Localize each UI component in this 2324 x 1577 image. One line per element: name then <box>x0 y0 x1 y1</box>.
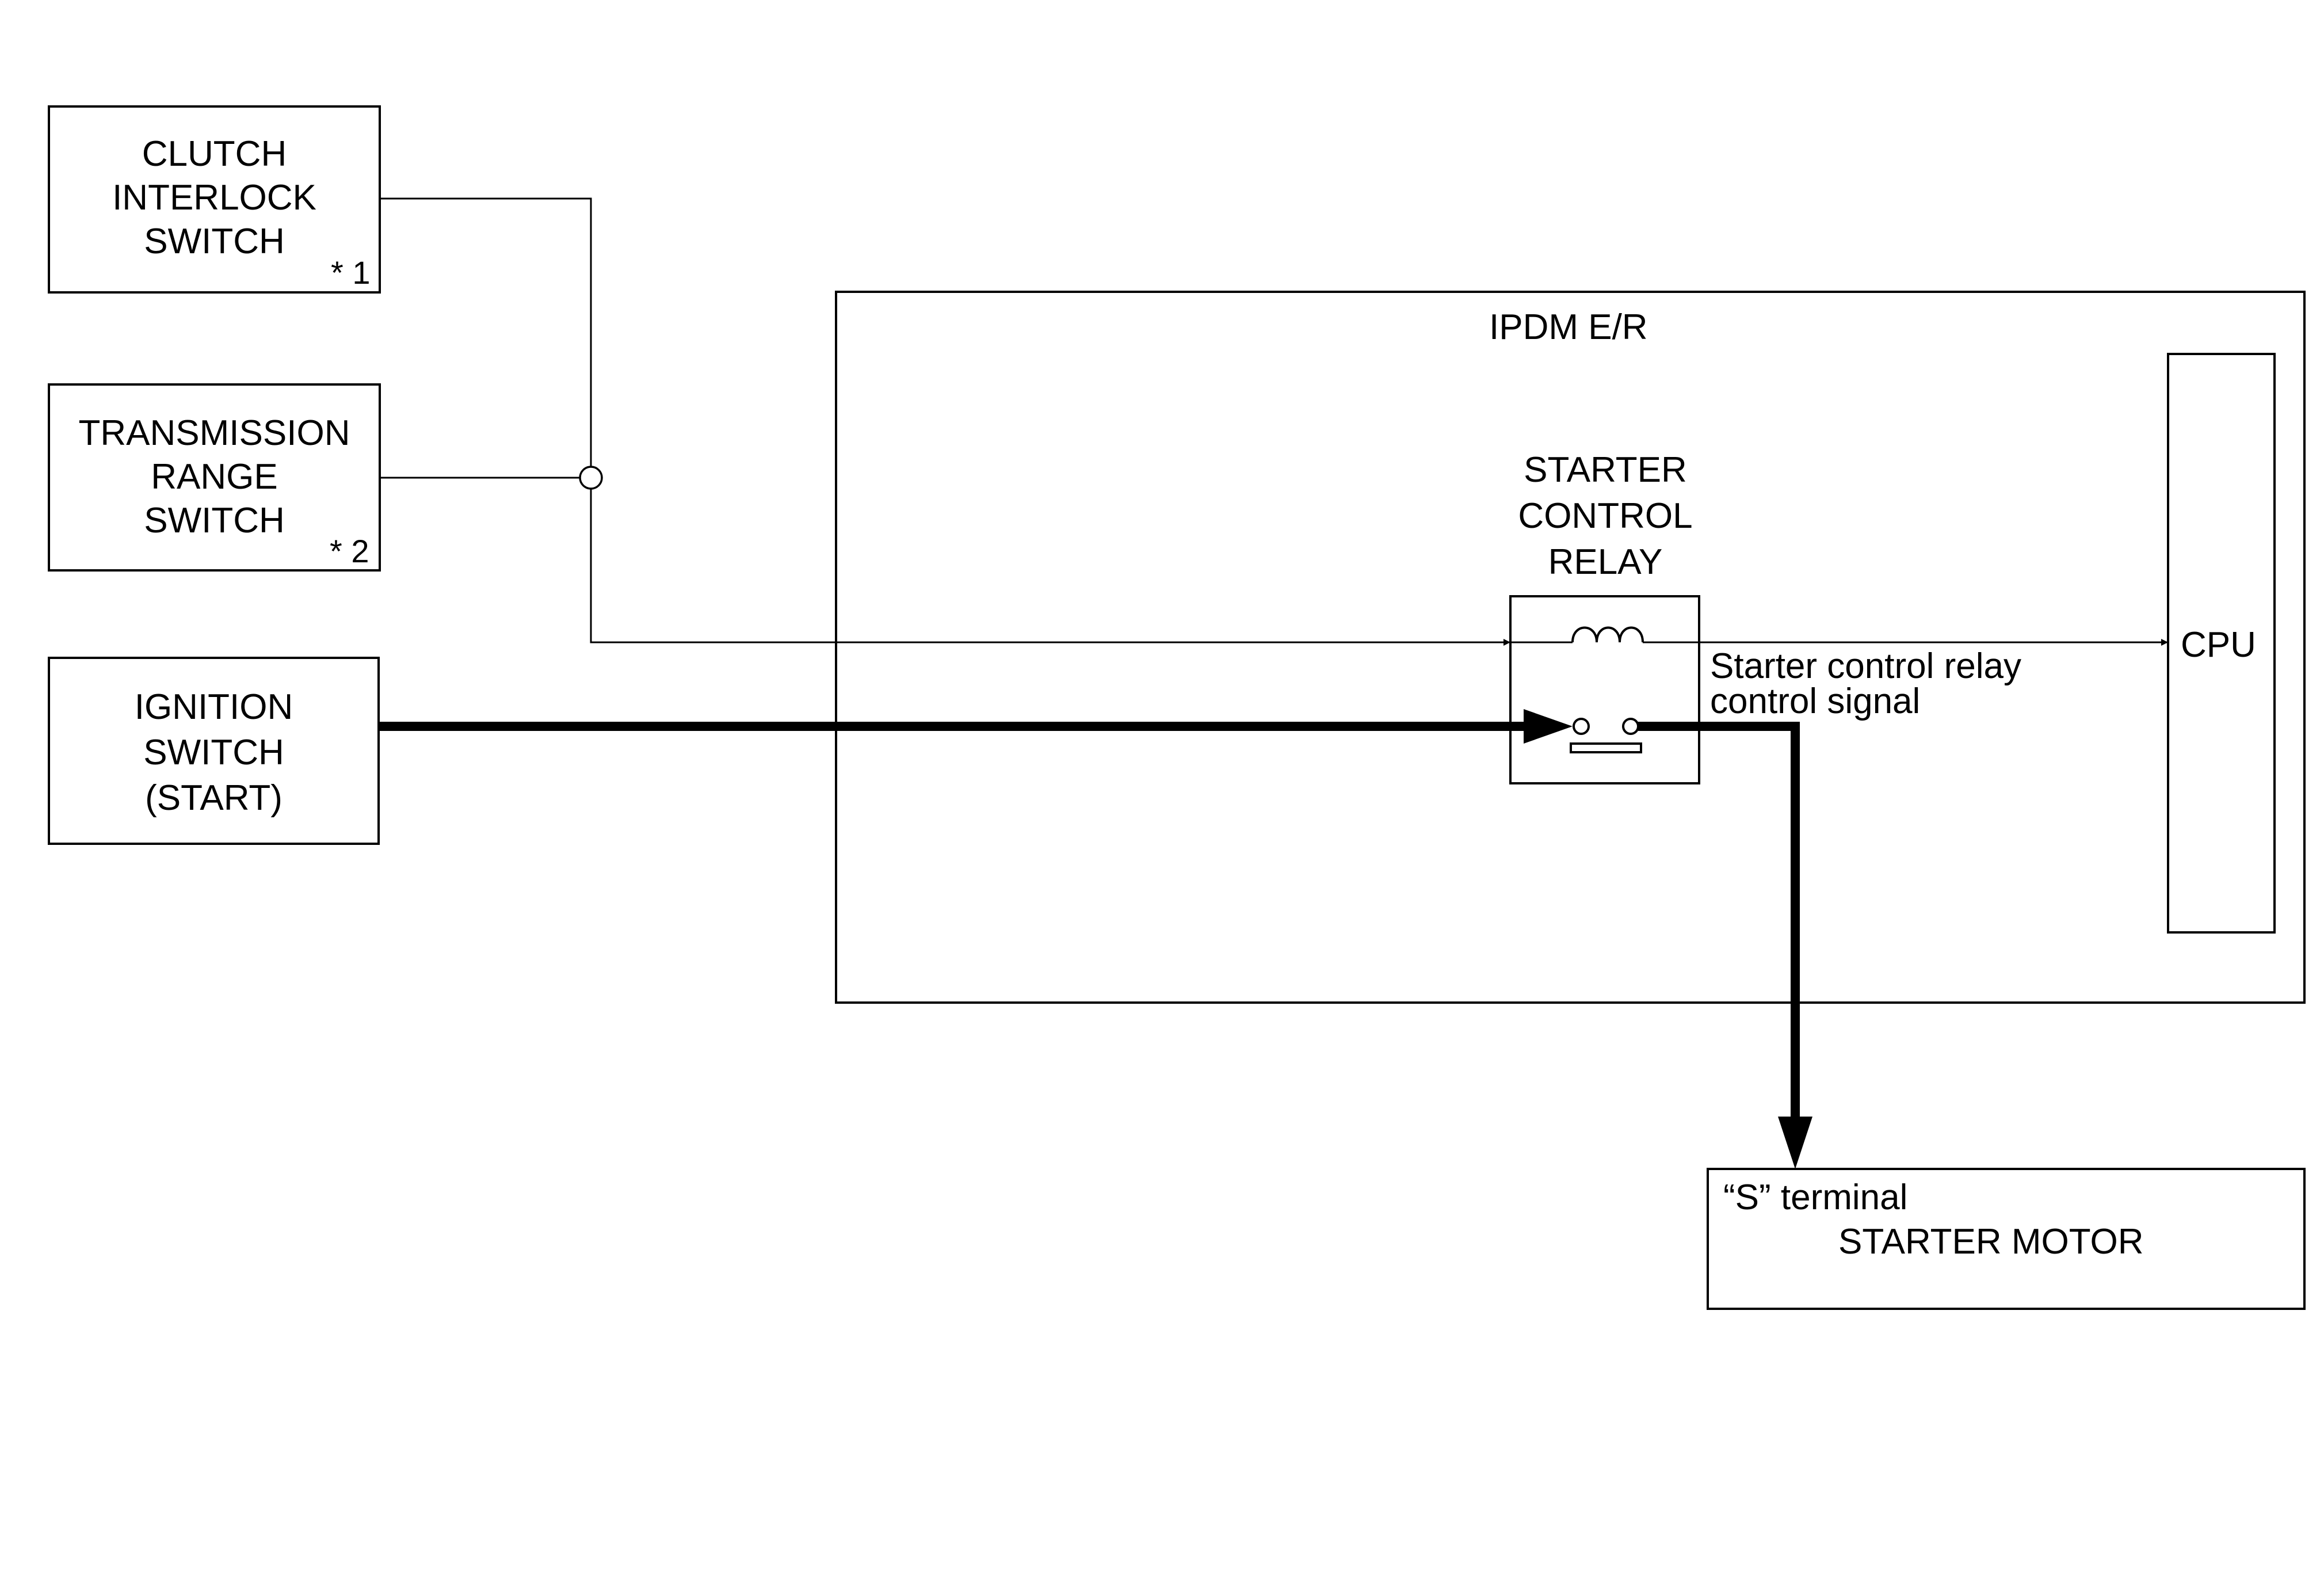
clutch-switch-label-line-2: INTERLOCK <box>112 178 316 218</box>
transmission-switch-label-line-2: RANGE <box>151 457 278 497</box>
ipdm-box <box>835 291 2306 1004</box>
relay-control-signal-label-line-1: Starter control relay <box>1710 646 2021 686</box>
relay-contact-left <box>1573 718 1590 735</box>
relay-label-line-2: CONTROL <box>1518 496 1693 536</box>
transmission-switch-label-line-3: SWITCH <box>144 501 285 540</box>
transmission-switch-label-line-1: TRANSMISSION <box>78 413 350 453</box>
starter-power-line <box>1638 722 1800 1121</box>
ignition-switch-label-line-2: SWITCH <box>143 733 284 772</box>
starter-power-arrowhead <box>1778 1117 1812 1169</box>
clutch-switch-label-line-3: SWITCH <box>144 222 285 261</box>
starter-motor-label: STARTER MOTOR <box>1838 1222 2144 1262</box>
cpu-label: CPU <box>2181 625 2256 665</box>
relay-control-signal-label-line-2: control signal <box>1710 681 1921 721</box>
junction-node <box>579 466 603 490</box>
ipdm-title: IPDM E/R <box>1489 307 1648 347</box>
relay-coil-symbol <box>1571 626 1644 643</box>
relay-label-line-3: RELAY <box>1548 542 1663 582</box>
relay-contact-right <box>1622 718 1639 735</box>
switch-to-relay-wire <box>590 489 1510 646</box>
starter-control-relay-box <box>1509 595 1700 784</box>
clutch-switch-wire <box>380 197 592 467</box>
clutch-switch-note: * 1 <box>331 254 371 291</box>
starter-motor-box <box>1707 1168 2306 1310</box>
starter-motor-terminal-label: “S” terminal <box>1723 1178 1908 1217</box>
relay-contact-bar <box>1570 742 1642 753</box>
clutch-switch-label-line-1: CLUTCH <box>142 134 287 174</box>
ignition-switch-label-line-3: (START) <box>145 778 283 818</box>
transmission-switch-note: * 2 <box>330 533 369 569</box>
ignition-power-arrowhead <box>1524 709 1573 744</box>
relay-label-line-1: STARTER <box>1524 450 1687 490</box>
ignition-switch-box <box>48 657 380 845</box>
ignition-switch-label-line-1: IGNITION <box>134 687 293 727</box>
